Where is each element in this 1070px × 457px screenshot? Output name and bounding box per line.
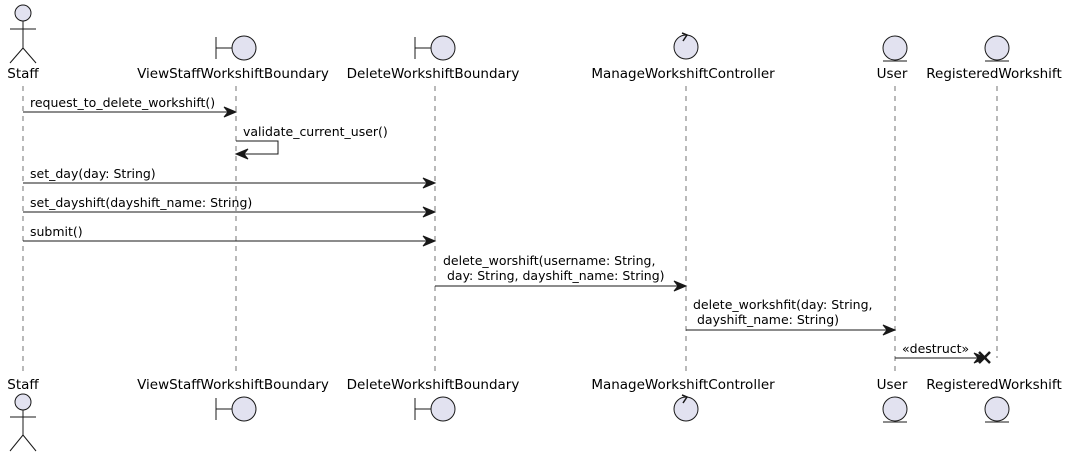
message-label: set_dayshift(dayshift_name: String) <box>30 195 252 210</box>
message-set-dayshift: set_dayshift(dayshift_name: String) <box>23 195 437 218</box>
participant-name: RegisteredWorkshift <box>926 66 1062 82</box>
participant-name: DeleteWorkshiftBoundary <box>347 377 520 393</box>
message-label: «destruct» <box>902 341 969 356</box>
participant-head-user-top: User <box>877 35 908 82</box>
control-icon <box>673 394 699 422</box>
message-label-line-2: dayshift_name: String) <box>693 312 839 327</box>
message-label-line-1: delete_workshfit(day: String, <box>693 297 873 312</box>
participant-head-manage-workshift-controller-top: ManageWorkshiftController <box>591 32 775 82</box>
participant-name: Staff <box>7 377 39 393</box>
actor-icon <box>9 4 37 64</box>
participant-name: ManageWorkshiftController <box>591 66 775 82</box>
message-label: validate_current_user() <box>243 124 388 139</box>
participant-name: ViewStaffWorkshiftBoundary <box>137 66 329 82</box>
boundary-icon <box>215 35 257 61</box>
message-set-day: set_day(day: String) <box>23 166 437 189</box>
arrowhead-icon <box>422 235 437 247</box>
participant-name: User <box>877 377 908 393</box>
message-label: submit() <box>30 224 83 239</box>
participant-foot-delete-workshift-boundary-bottom: DeleteWorkshiftBoundary <box>347 377 520 422</box>
message-delete-worshift: delete_worshift(username: String, day: S… <box>435 253 688 292</box>
boundary-icon <box>414 396 456 422</box>
message-delete-workshfit: delete_workshfit(day: String, dayshift_n… <box>686 297 897 336</box>
control-icon <box>673 32 699 60</box>
arrowhead-icon <box>223 106 238 118</box>
message-validate-current-user: validate_current_user() <box>234 124 388 160</box>
arrowhead-icon <box>422 177 437 189</box>
message-label: request_to_delete_workshift() <box>30 95 215 110</box>
entity-icon <box>984 35 1010 62</box>
participant-foot-staff-bottom: Staff <box>7 377 39 452</box>
arrowhead-icon <box>673 280 688 292</box>
participant-name: ViewStaffWorkshiftBoundary <box>137 377 329 393</box>
participant-head-view-staff-workshift-boundary-top: ViewStaffWorkshiftBoundary <box>137 35 329 82</box>
participant-head-staff-top: Staff <box>7 4 39 82</box>
message-destruct: «destruct» <box>895 341 991 364</box>
boundary-icon <box>215 396 257 422</box>
arrowhead-icon <box>973 352 988 364</box>
arrowhead-icon <box>882 324 897 336</box>
lifelines <box>22 86 998 374</box>
entity-icon <box>882 35 908 62</box>
boundary-icon <box>414 35 456 61</box>
message-request-to-delete-workshift: request_to_delete_workshift() <box>23 95 238 118</box>
arrowhead-icon <box>422 206 437 218</box>
participant-foot-registered-workshift-bottom: RegisteredWorkshift <box>926 377 1062 423</box>
message-label-line-1: delete_worshift(username: String, <box>443 253 655 268</box>
participant-head-registered-workshift-top: RegisteredWorkshift <box>926 35 1062 82</box>
message-submit: submit() <box>23 224 437 247</box>
entity-icon <box>984 396 1010 423</box>
entity-icon <box>882 396 908 423</box>
participant-name: User <box>877 66 908 82</box>
participant-name: DeleteWorkshiftBoundary <box>347 66 520 82</box>
actor-icon <box>9 393 37 452</box>
participant-name: Staff <box>7 66 39 82</box>
message-label: set_day(day: String) <box>30 166 156 181</box>
destroy-cross-icon <box>978 351 991 364</box>
participant-name: RegisteredWorkshift <box>926 377 1062 393</box>
participant-head-delete-workshift-boundary-top: DeleteWorkshiftBoundary <box>347 35 520 82</box>
message-label-line-2: day: String, dayshift_name: String) <box>443 268 665 283</box>
participant-foot-view-staff-workshift-boundary-bottom: ViewStaffWorkshiftBoundary <box>137 377 329 422</box>
arrowhead-icon <box>234 148 249 160</box>
participant-name: ManageWorkshiftController <box>591 377 775 393</box>
participant-foot-manage-workshift-controller-bottom: ManageWorkshiftController <box>591 377 775 422</box>
participant-foot-user-bottom: User <box>877 377 908 423</box>
